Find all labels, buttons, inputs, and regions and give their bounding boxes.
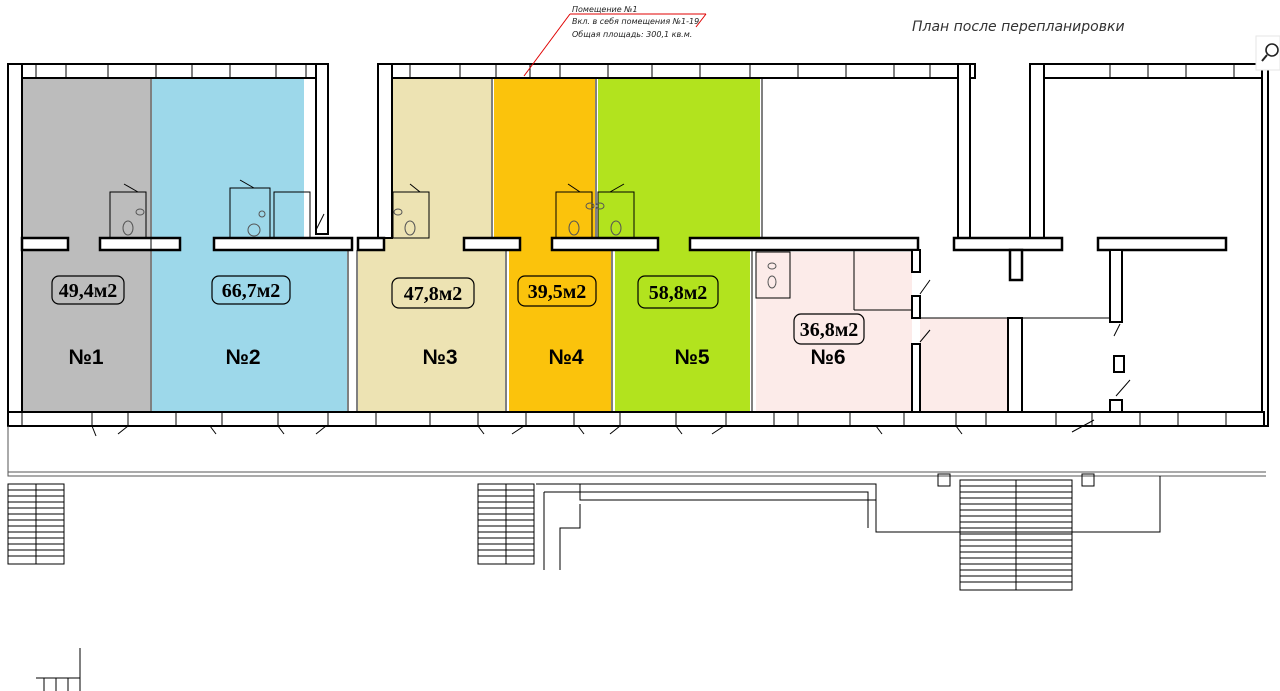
zoom-icon[interactable] [1255, 35, 1280, 71]
unit-2-fill[interactable] [152, 78, 304, 238]
middle-stair [477, 483, 535, 565]
unit-3-fill-lower [358, 238, 505, 412]
note-line-1: Помещение №1 [572, 5, 638, 14]
unit-1-number: №1 [68, 346, 103, 369]
unit-4-fill[interactable] [494, 78, 595, 238]
area-note: Помещение №1 Вкл. в себя помещения №1-19… [523, 5, 707, 77]
note-line-2: Вкл. в себя помещения №1-19 [572, 17, 699, 26]
note-line-3: Общая площадь: 300,1 кв.м. [572, 30, 692, 39]
unit-fills [22, 78, 1008, 412]
unit-6-fill[interactable] [756, 252, 912, 412]
unit-labels: 49,4м2 №1 66,7м2 №2 47,8м2 №3 39,5м2 №4 … [51, 275, 865, 369]
unit-6-label[interactable]: 36,8м2 №6 [793, 313, 865, 369]
unit-5-label[interactable]: 58,8м2 №5 [637, 275, 719, 369]
plan-title: План после перепланировки [912, 19, 1125, 35]
unit-6-number: №6 [810, 346, 845, 369]
unit-6-fill-right [920, 318, 1008, 412]
unit-5-fill[interactable] [598, 78, 760, 238]
right-stair [959, 479, 1073, 591]
unit-3-area: 47,8м2 [404, 283, 463, 305]
unit-4-area: 39,5м2 [528, 281, 587, 303]
walls [7, 63, 1269, 437]
unit-2-label[interactable]: 66,7м2 №2 [211, 275, 291, 369]
unit-5-area: 58,8м2 [649, 282, 708, 304]
unit-3-fill[interactable] [393, 78, 491, 238]
unit-2-area: 66,7м2 [222, 280, 281, 302]
unit-1-label[interactable]: 49,4м2 №1 [51, 275, 125, 369]
unit-5-fill-lower [615, 238, 750, 412]
unit-4-number: №4 [548, 346, 583, 369]
unit-3-label[interactable]: 47,8м2 №3 [391, 277, 475, 369]
unit-6-area: 36,8м2 [800, 319, 859, 341]
unit-3-number: №3 [422, 346, 457, 369]
unit-1-area: 49,4м2 [59, 280, 118, 302]
unit-2-fill-lower [152, 238, 347, 412]
ramp [536, 476, 1161, 570]
left-stair [7, 483, 65, 565]
unit-5-number: №5 [674, 346, 709, 369]
exterior [7, 426, 1266, 691]
unit-2-number: №2 [225, 346, 260, 369]
unit-4-label[interactable]: 39,5м2 №4 [517, 275, 597, 369]
unit-4-fill-lower [509, 238, 611, 412]
